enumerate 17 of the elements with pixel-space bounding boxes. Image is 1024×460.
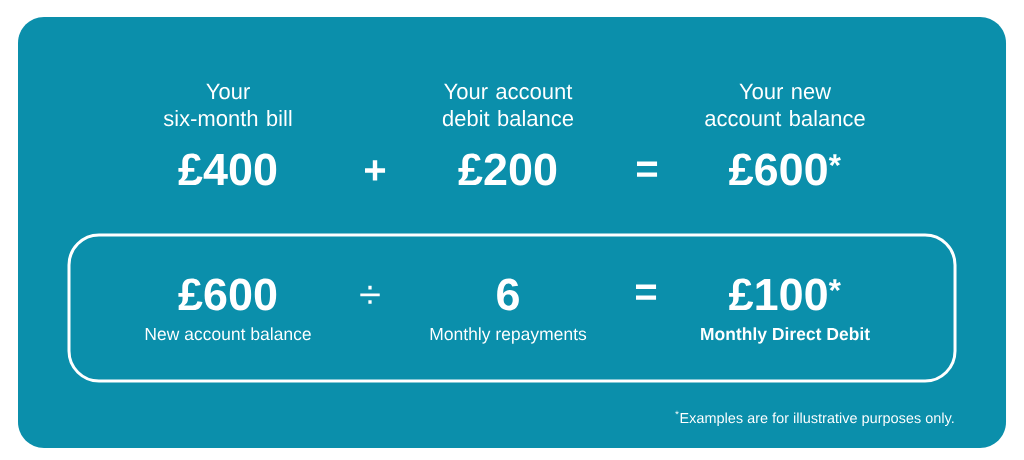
operator: = — [637, 161, 658, 177]
heading: Your new account balance — [705, 83, 865, 127]
footnote: $^{*}$Examples are for illustrative purposes only. — [675, 410, 954, 426]
label: New account balance — [145, 327, 311, 341]
amount: £200 — [458, 153, 557, 186]
amount: 6 — [497, 278, 519, 311]
heading: Your six-month bill — [163, 83, 292, 127]
label: Monthly Direct Debit — [701, 327, 870, 344]
amount: £100$^{*}$ — [729, 278, 841, 311]
amount: £400 — [178, 153, 277, 186]
operator: ÷ — [360, 285, 380, 304]
heading: Your account debit balance — [442, 83, 574, 127]
amount: £600$^{*}$ — [729, 153, 841, 186]
operator: = — [636, 284, 657, 300]
amount: £600 — [178, 278, 277, 311]
label: Monthly repayments — [430, 327, 587, 344]
operator: + — [365, 160, 386, 181]
